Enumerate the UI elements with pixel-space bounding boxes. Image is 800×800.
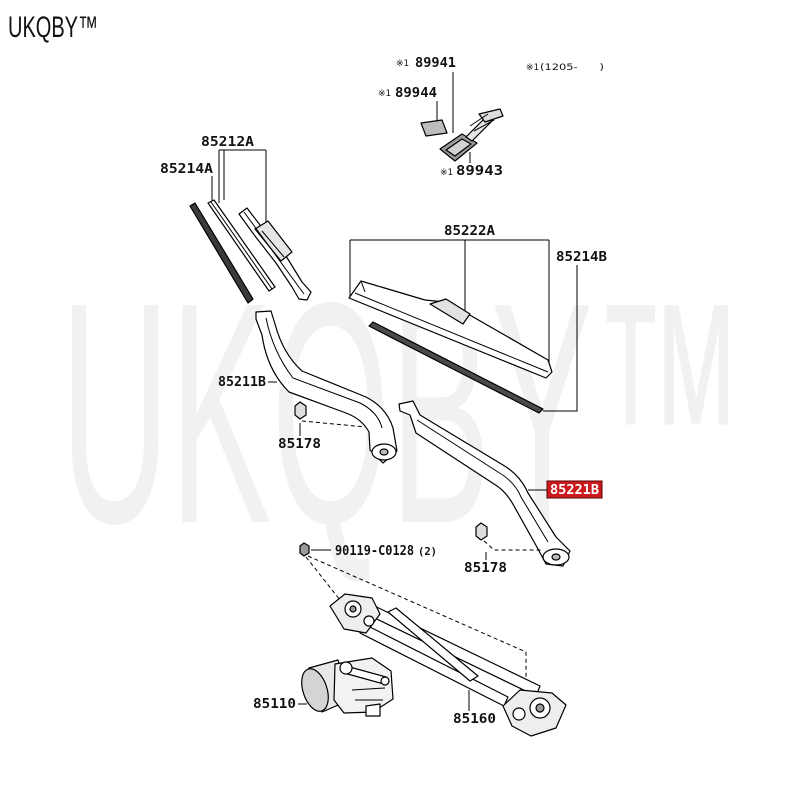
nut-85178-left-install-path (301, 420, 367, 428)
wiper-arm-85221b (398, 400, 571, 567)
label-89944-number: 89944 (395, 86, 437, 101)
blade-rubber-85214b-shape (368, 321, 544, 414)
wiper-blade-85212a-detail (243, 211, 305, 295)
wiper-link-85160 (329, 593, 567, 737)
wiper-blade-85222a-adapter (429, 298, 471, 325)
label-89943: ※1 89943 (440, 164, 503, 179)
wiper-arm-85221b-hub-center (551, 553, 561, 561)
motor-crank-pin (380, 676, 390, 686)
label-89944-marker: ※1 (378, 89, 391, 99)
connector-face (445, 138, 472, 157)
label-89941-marker: ※1 (396, 59, 409, 69)
wiper-arm-85211b-hub-center (379, 448, 389, 456)
label-90119-number: 90119-C0128 (335, 544, 414, 559)
link-left-joint (363, 615, 375, 627)
blade-rubber-85214b (368, 321, 544, 414)
clip-part-89944 (420, 119, 448, 137)
bolt-90119-install-path-right (307, 555, 527, 692)
label-85222a: 85222A (444, 224, 495, 239)
leader-85222a-bracket (349, 239, 550, 367)
blade-rubber-strip-left-shape (189, 202, 254, 304)
leader-85212a-bracket (218, 149, 267, 229)
wiper-arm-85211b (255, 310, 398, 464)
label-90119-qty: (2) (418, 545, 437, 558)
note-marker: ※1 (526, 63, 539, 73)
link-left-pivot-center (349, 605, 357, 613)
nut-85178-right-install-path (483, 540, 542, 551)
label-85211b: 85211B (218, 375, 266, 390)
blade-rubber-85214a (207, 199, 276, 292)
nut-85178-right-shape (475, 522, 488, 541)
leader-85214b (543, 265, 578, 412)
motor-mount-tab (365, 703, 381, 717)
label-85178-left: 85178 (278, 437, 321, 452)
label-85110: 85110 (253, 697, 296, 712)
wiper-arm-85221b-rib (416, 419, 549, 543)
bolt-90119-install-path-left (305, 556, 341, 601)
brand-logo-text: UKQBY™ (8, 11, 98, 44)
blade-rubber-strip-left (189, 202, 254, 304)
nut-85178-right (475, 522, 542, 560)
connector-clip-tip (478, 108, 504, 123)
label-89941: ※1 89941 (396, 56, 456, 71)
link-right-pivot-center (535, 703, 545, 713)
label-85214a: 85214A (160, 162, 213, 177)
label-89943-marker: ※1 (440, 168, 453, 178)
leaders-top-cluster (436, 72, 471, 163)
highlight-box (546, 480, 603, 499)
label-85214b: 85214B (556, 250, 607, 265)
motor-output-shaft (339, 661, 353, 675)
wiper-motor-85110 (301, 657, 394, 717)
applicability-note: ※1 (1205- ) (526, 63, 604, 73)
label-90119: 90119-C0128 (2) (335, 544, 437, 559)
connector-part-89943 (439, 108, 504, 162)
label-85212a: 85212A (201, 135, 254, 150)
highlighted-part-label: 85221B (546, 480, 603, 499)
link-right-joint (512, 707, 526, 721)
wiper-arm-85211b-rib (265, 317, 383, 429)
label-85160: 85160 (453, 712, 496, 727)
blade-rubber-85214a-line (210, 201, 273, 290)
nut-85178-left-shape (294, 401, 307, 420)
leaders-right-blade (349, 239, 578, 412)
leaders-left-blade (211, 149, 267, 229)
label-89944: ※1 89944 (378, 86, 437, 101)
motor-end-cap (301, 668, 329, 712)
wiper-blade-85212a (238, 207, 312, 301)
wiper-blade-85222a-edge (354, 280, 549, 373)
label-89943-number: 89943 (456, 164, 503, 179)
label-89941-number: 89941 (415, 56, 456, 71)
bolt-90119 (299, 542, 527, 692)
bolt-90119-head (299, 542, 310, 557)
link-diagonal-rod (387, 607, 479, 682)
nut-85178-left (294, 401, 367, 436)
clip-part-89944-shape (420, 119, 448, 137)
connector-detail-lines (469, 113, 495, 132)
motor-gearbox-detail (351, 687, 386, 701)
label-85221b: 85221B (550, 483, 599, 498)
label-85178-right: 85178 (464, 561, 507, 576)
wiper-blade-85222a (348, 280, 553, 379)
watermark: UKQBY™ (60, 237, 745, 589)
note-text: (1205- ) (540, 63, 604, 73)
